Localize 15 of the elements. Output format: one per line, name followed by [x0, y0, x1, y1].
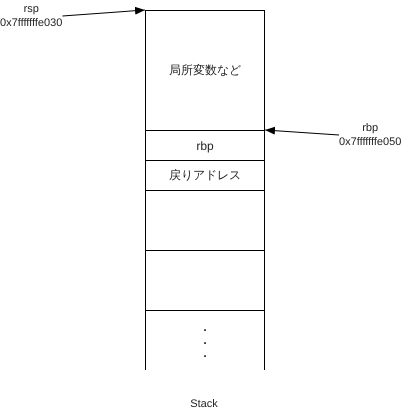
pointer-label: rsp 0x7fffffffe030 — [0, 2, 62, 30]
cell-text: 戻りアドレス — [169, 167, 241, 184]
stack-cell — [145, 250, 265, 311]
caption: Stack — [190, 398, 218, 410]
stack-cell — [145, 160, 265, 191]
arrow — [264, 126, 340, 136]
cell-text: 局所変数など — [169, 62, 241, 79]
stack-cell — [145, 10, 265, 131]
stack-cell — [145, 190, 265, 251]
pointer-label: rbp 0x7fffffffe050 — [339, 121, 402, 149]
stack-cell — [145, 130, 265, 161]
cell-text: rbp — [196, 138, 214, 152]
arrow — [62, 6, 146, 16]
stack-cell — [145, 310, 265, 370]
ellipsis-text: . . . — [203, 321, 207, 360]
